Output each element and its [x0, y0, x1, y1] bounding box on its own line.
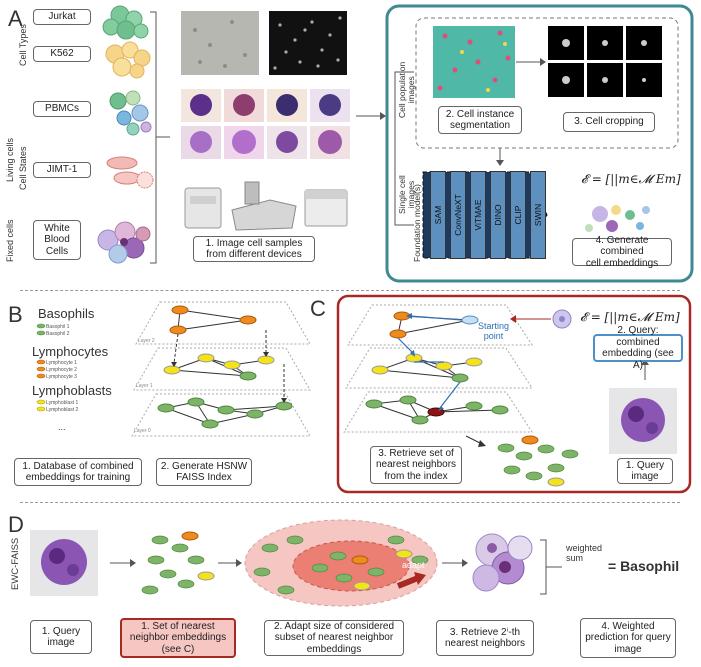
- step-d2-label: 1. Set of nearest neighbor embeddings (s…: [120, 618, 236, 658]
- cell-label-wbc: White Blood Cells: [33, 220, 81, 260]
- cell-label-pbmcs: PBMCs: [33, 101, 91, 117]
- retrieved-cells-cluster: [472, 533, 533, 592]
- step-c1-label: 1. Query image: [617, 458, 673, 484]
- formula-a: 𝓔 = [||m∈𝓜 Em]: [581, 172, 681, 186]
- item-lymphocyte-1: Lymphocyte 1: [46, 360, 77, 366]
- adapt-label: adapt: [402, 560, 425, 570]
- panel-letter-d: D: [8, 512, 24, 537]
- darkfield-image: [269, 11, 347, 75]
- model-dino: DINO: [490, 171, 506, 259]
- item-lymphocyte-2: Lymphocyte 2: [46, 367, 77, 373]
- panel-letter-a: A: [8, 6, 23, 31]
- item-lymphocyte-3: Lymphocyte 3: [46, 374, 77, 380]
- model-convnext: ConvNeXT: [450, 171, 466, 259]
- b-layer-0: Layer 0: [134, 428, 151, 434]
- weighted-sum-label: weighted sum: [566, 543, 603, 563]
- item-lymphoblast-1: Lymphoblast 1: [46, 400, 79, 406]
- panel-c-red-box: [336, 294, 692, 494]
- class-basophils: Basophils: [38, 306, 95, 321]
- item-basophil-1: Basophil 1: [46, 324, 70, 330]
- jurkat-cells-image: [102, 5, 149, 40]
- item-lymphoblast-2: Lymphoblast 2: [46, 407, 79, 413]
- model-sam: SAM: [430, 171, 446, 259]
- step-c3-label: 3. Retrieve set of nearest neighbors fro…: [370, 446, 462, 484]
- k562-cells-image: [105, 41, 151, 79]
- wbc-cells-image: [97, 221, 151, 264]
- cell-label-jimt1: JIMT-1: [33, 162, 91, 178]
- jimt1-cells-image: [106, 156, 154, 189]
- brightfield-image: [181, 11, 259, 75]
- panel-letter-c: C: [310, 296, 326, 321]
- starting-point-label: Starting point: [478, 321, 510, 341]
- cropped-cells-grid: [548, 26, 662, 97]
- blood-smear-grid: [181, 89, 350, 159]
- step-d1-label: 1. Query image: [30, 620, 92, 654]
- prediction-result: = Basophil: [608, 558, 680, 574]
- model-clip: CLIP: [510, 171, 526, 259]
- model-vitmae: ViTMAE: [470, 171, 486, 259]
- step-a2-label: 2. Cell instance segmentation: [438, 106, 522, 134]
- divider-bottom: [20, 502, 680, 503]
- step-d3-label: 2. Adapt size of considered subset of ne…: [264, 620, 404, 656]
- step-b2-label: 2. Generate HSNW FAISS Index: [156, 458, 252, 486]
- class-ellipsis: ...: [58, 422, 66, 432]
- step-d4-label: 3. Retrieve 2ⁱ-th nearest neighbors: [436, 620, 534, 656]
- panel-a-teal-box: [385, 4, 694, 283]
- cell-label-k562: K562: [33, 46, 91, 62]
- step-b1-label: 1. Database of combined embeddings for t…: [14, 458, 142, 486]
- step-a3-label: 3. Cell cropping: [563, 112, 655, 132]
- b-layer-1: Layer 1: [136, 383, 153, 389]
- embedding-cells: [585, 205, 650, 232]
- formula-c: 𝓔 = [||m∈𝓜 Em]: [580, 310, 680, 324]
- step-d5-label: 4. Weighted prediction for query image: [580, 618, 676, 658]
- item-basophil-2: Basophil 2: [46, 331, 70, 337]
- model-swin: SWIN: [530, 171, 546, 259]
- b-layer-2: Layer 2: [138, 338, 155, 344]
- pbmc-cells-image: [109, 90, 152, 136]
- divider-top: [20, 290, 680, 291]
- step-a4-label: 4. Generate combined cell embeddings: [572, 235, 672, 269]
- class-lymphoblasts: Lymphoblasts: [32, 383, 112, 398]
- class-lymphocytes: Lymphocytes: [32, 344, 109, 359]
- panel-letter-b: B: [8, 302, 23, 327]
- imaging-devices: [184, 181, 348, 231]
- segmentation-image: [433, 26, 515, 98]
- cell-label-jurkat: Jurkat: [33, 9, 91, 25]
- step-a1-label: 1. Image cell samples from different dev…: [193, 236, 315, 262]
